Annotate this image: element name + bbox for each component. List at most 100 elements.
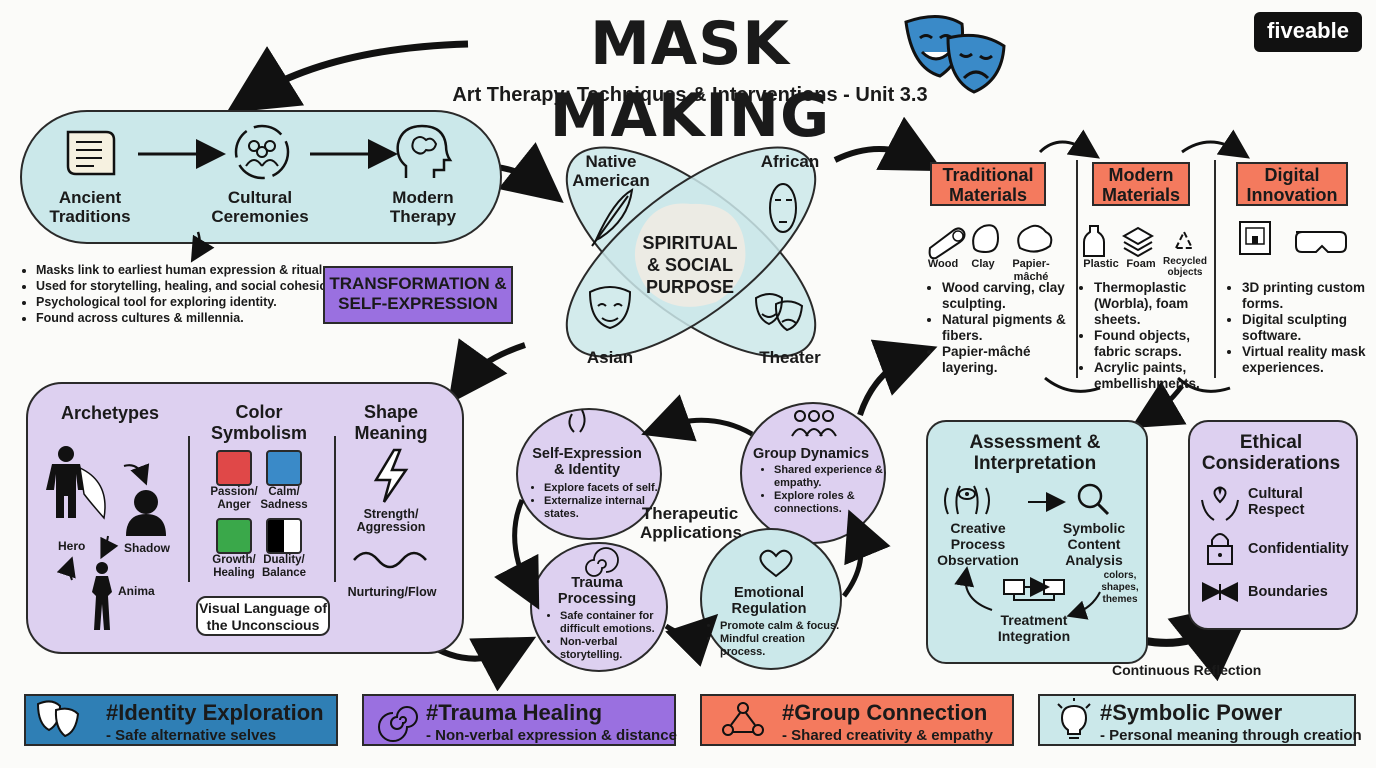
footer-desc-identity: - Safe alternative selves xyxy=(106,727,277,744)
divider xyxy=(1076,160,1078,378)
swatch-black-white xyxy=(266,518,302,554)
lock-icon xyxy=(1207,533,1233,565)
archetype-shadow: Shadow xyxy=(124,541,171,555)
material-bullet: Digital sculpting software. xyxy=(1242,312,1376,344)
anima-figure-icon xyxy=(92,562,112,630)
footer-desc-trauma: - Non-verbal expression & distance xyxy=(426,727,677,744)
material-foam: Foam xyxy=(1126,258,1156,270)
node-bullet: Explore facets of self. xyxy=(544,482,666,495)
modern-materials-heading: Modern Materials xyxy=(1092,162,1190,206)
swatch-red xyxy=(216,450,252,486)
assessment-panel xyxy=(926,420,1148,664)
swatch-blue xyxy=(266,450,302,486)
footer-symbolic[interactable] xyxy=(1038,694,1356,746)
feather-icon xyxy=(591,188,634,247)
digital-bullets: 3D printing custom forms. Digital sculpt… xyxy=(1228,280,1376,376)
material-recycled: Recycled objects xyxy=(1163,256,1207,278)
group-dynamics-title: Group Dynamics xyxy=(752,446,870,462)
footer-tag-symbolic: #Symbolic Power xyxy=(1100,700,1283,725)
material-bullet: 3D printing custom forms. xyxy=(1242,280,1376,312)
swatch-label: Duality/ Balance xyxy=(261,554,307,579)
swatch-green xyxy=(216,518,252,554)
material-bullet: Thermoplastic (Worbla), foam sheets. xyxy=(1094,280,1228,328)
lightbulb-icon xyxy=(1057,698,1091,739)
modern-bullets: Thermoplastic (Worbla), foam sheets. Fou… xyxy=(1080,280,1228,392)
trauma-bullets: Safe container for difficult emotions. N… xyxy=(546,610,674,662)
node-bullet: Shared experience & empathy. xyxy=(774,464,886,490)
swatch-label: Passion/ Anger xyxy=(210,486,258,511)
faces-icon xyxy=(568,409,586,433)
network-icon xyxy=(722,702,764,736)
shape-nurturing: Nurturing/Flow xyxy=(347,585,437,599)
petal-native-american: Native American xyxy=(572,152,650,190)
swatch-label: Growth/ Healing xyxy=(212,554,256,579)
divider xyxy=(1214,160,1216,378)
digital-innovation-heading: Digital Innovation xyxy=(1236,162,1348,206)
history-bullet: Masks link to earliest human expression … xyxy=(36,262,346,278)
heart-hands-icon xyxy=(1201,486,1239,521)
petal-african: African xyxy=(760,152,820,171)
step-modern-therapy: Modern Therapy xyxy=(389,188,457,226)
shadow-figure-icon xyxy=(126,490,166,536)
foam-icon xyxy=(1121,226,1155,258)
step-ancient-traditions: Ancient Traditions xyxy=(49,188,131,226)
assessment-note: colors, shapes, themes xyxy=(1101,570,1139,605)
ethics-confidentiality: Confidentiality xyxy=(1248,541,1349,557)
lightning-bolt-icon xyxy=(373,448,409,503)
material-wood: Wood xyxy=(927,258,959,270)
african-mask-icon xyxy=(769,183,797,233)
vr-headset-icon xyxy=(1295,231,1347,253)
ethics-icons xyxy=(1201,486,1239,602)
material-bullet: Natural pigments & fibers. xyxy=(942,312,1088,344)
emotional-regulation-title: Emotional Regulation xyxy=(731,585,807,617)
node-bullet: Promote calm & focus. xyxy=(720,620,848,633)
archetype-anima: Anima xyxy=(118,584,155,598)
footer-tag-group: #Group Connection xyxy=(782,700,988,725)
traditional-bullets: Wood carving, clay sculpting. Natural pi… xyxy=(928,280,1088,376)
wood-icon xyxy=(928,227,966,260)
papier-mache-icon xyxy=(1017,224,1053,253)
material-plastic: Plastic xyxy=(1083,258,1119,270)
divider xyxy=(188,436,190,582)
history-arrows xyxy=(138,139,398,169)
material-bullet: Found objects, fabric scraps. xyxy=(1094,328,1228,360)
masks-icon xyxy=(36,700,80,738)
assessment-flow xyxy=(944,483,1110,620)
ethics-boundaries: Boundaries xyxy=(1248,584,1328,600)
group-dynamics-bullets: Shared experience & empathy. Explore rol… xyxy=(760,464,886,516)
heart-icon xyxy=(759,549,793,578)
page-subtitle: Art Therapy: Techniques & Interventions … xyxy=(452,84,928,106)
assessment-step-observation: Creative Process Observation xyxy=(937,520,1019,568)
material-icons xyxy=(928,221,1347,260)
material-bullet: Wood carving, clay sculpting. xyxy=(942,280,1088,312)
assessment-step-analysis: Symbolic Content Analysis xyxy=(1062,520,1126,568)
spiral-icon xyxy=(585,547,619,577)
archetype-figures xyxy=(46,446,166,630)
scroll-icon xyxy=(66,130,116,176)
theater-masks-icon xyxy=(904,15,1006,94)
node-bullet: Mindful creation process. xyxy=(720,633,848,659)
material-clay: Clay xyxy=(971,258,995,270)
plastic-bottle-icon xyxy=(1083,225,1105,257)
trauma-title: Trauma Processing xyxy=(557,575,637,607)
petal-theater: Theater xyxy=(759,348,821,367)
down-arrow xyxy=(190,231,215,263)
group-icon xyxy=(791,410,837,437)
continuous-reflection-label: Continuous Reflection xyxy=(1112,662,1262,678)
footer-trauma[interactable] xyxy=(362,694,676,746)
node-bullet: Explore roles & connections. xyxy=(774,490,886,516)
footer-desc-symbolic: - Personal meaning through creation xyxy=(1100,727,1362,744)
therapeutic-center: Therapeutic Applications xyxy=(640,504,743,542)
asian-mask-icon xyxy=(588,286,632,330)
theater-masks-small-icon xyxy=(754,293,804,332)
shape-meaning-heading: Shape Meaning xyxy=(354,402,428,443)
material-bullet: Papier-mâché layering. xyxy=(942,344,1088,376)
node-bullet: Externalize internal states. xyxy=(544,495,666,521)
cultures-center: SPIRITUAL & SOCIAL PURPOSE xyxy=(642,233,738,297)
fiveable-logo[interactable]: fiveable xyxy=(1254,12,1362,52)
traditional-materials-heading: Traditional Materials xyxy=(930,162,1046,206)
magnifier-icon xyxy=(1077,483,1110,516)
cycle-arrows xyxy=(493,394,891,667)
history-bullet: Used for storytelling, healing, and soci… xyxy=(36,278,346,294)
material-bullet: Acrylic paints, embellishments. xyxy=(1094,360,1228,392)
